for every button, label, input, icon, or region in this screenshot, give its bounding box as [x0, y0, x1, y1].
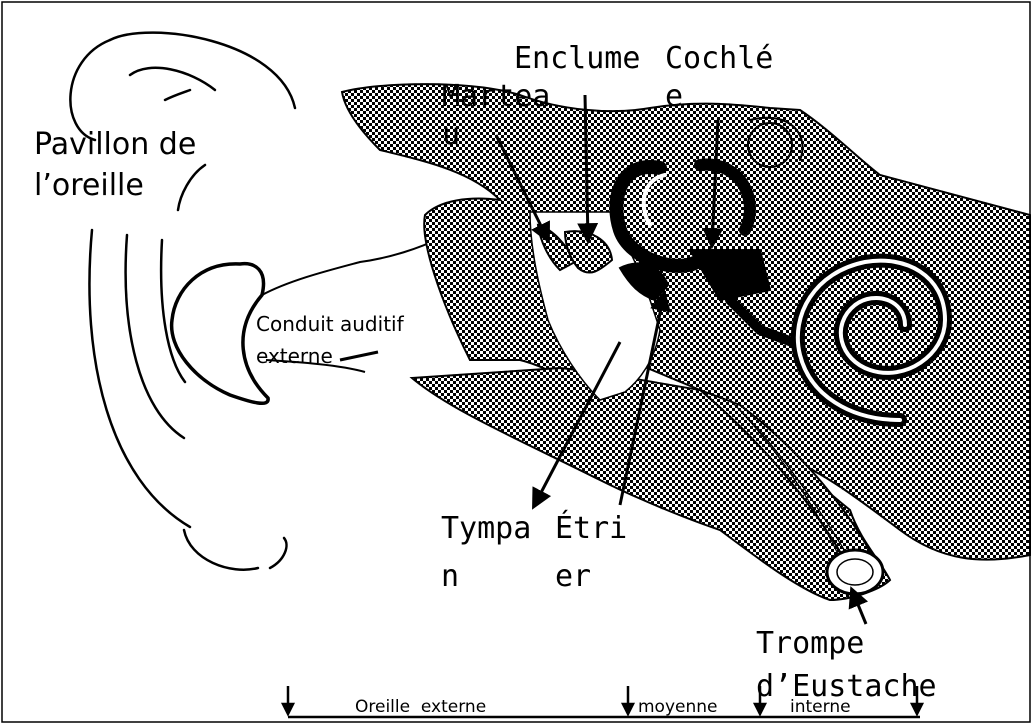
segment-moyenne: moyenne [638, 697, 718, 717]
arrow-conduit [340, 352, 378, 360]
label-pavillon-line2: l’oreille [34, 166, 144, 206]
label-conduit-line2: externe [256, 344, 333, 368]
label-tympan-line1: Tympa [441, 510, 531, 548]
segment-externe: Oreille externe [355, 697, 486, 717]
label-tympan-line2: n [441, 558, 459, 596]
label-trompe-line1: Trompe [756, 625, 864, 663]
label-cochlee-line1: Cochlé [665, 40, 773, 78]
label-marteau-line1: Martea [442, 78, 550, 116]
label-etrier-line2: er [555, 558, 591, 596]
label-marteau-line2: u [442, 116, 460, 154]
label-enclume: Enclume [514, 40, 640, 78]
segment-interne: interne [790, 697, 851, 717]
label-pavillon-line1: Pavillon de [34, 125, 196, 165]
label-conduit-line1: Conduit auditif [256, 312, 404, 336]
label-cochlee-line2: e [665, 78, 683, 116]
label-etrier-line1: Étri [555, 510, 627, 548]
